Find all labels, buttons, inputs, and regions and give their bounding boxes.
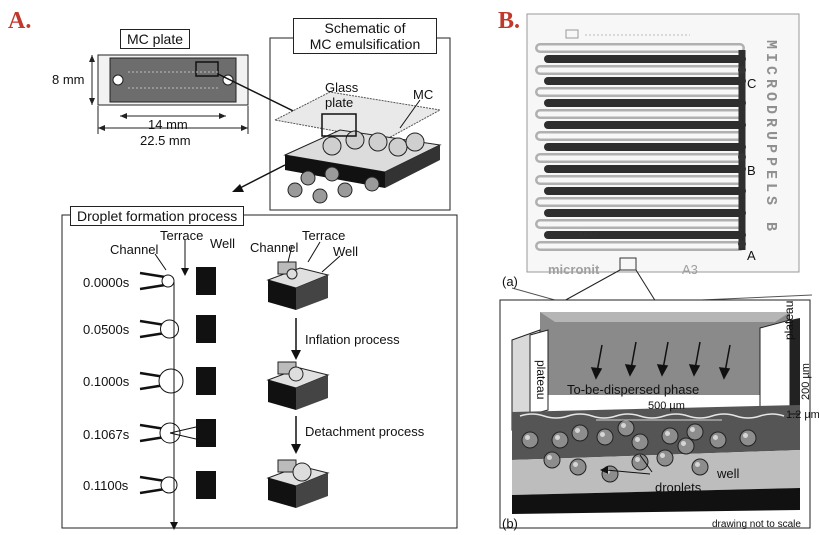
droplet-sphere	[552, 432, 568, 448]
droplet-sphere	[572, 425, 588, 441]
droplet-sphere	[570, 459, 586, 475]
port-a	[738, 240, 746, 248]
port-b-label: B	[747, 163, 756, 178]
sub-a-label: (a)	[502, 274, 518, 289]
plateau-right-label: plateau	[782, 301, 796, 340]
chip-vertical-text: MICRODRUPPELS B	[762, 40, 779, 270]
a3-label: A3	[682, 262, 698, 277]
port-b	[738, 153, 746, 161]
port-a-label: A	[747, 248, 756, 263]
serpentine-channel	[540, 48, 742, 250]
plateau-left-label: plateau	[534, 360, 548, 399]
droplet-sphere	[544, 452, 560, 468]
droplet-sphere	[662, 428, 678, 444]
not-to-scale-note: drawing not to scale	[712, 519, 801, 530]
droplet-sphere	[740, 430, 756, 446]
droplets-label: droplets	[655, 480, 701, 495]
droplet-sphere	[522, 432, 538, 448]
dim-200-label: 200 µm	[800, 363, 812, 400]
droplet-sphere	[678, 438, 694, 454]
sub-b-label: (b)	[502, 516, 518, 531]
droplet-sphere	[687, 424, 703, 440]
droplet-sphere	[597, 429, 613, 445]
droplet-sphere	[632, 454, 648, 470]
dispersed-phase-label: To-be-dispersed phase	[567, 382, 699, 397]
dfu-label: DFU	[580, 230, 596, 239]
droplet-sphere	[632, 434, 648, 450]
droplet-sphere	[618, 420, 634, 436]
droplet-sphere	[692, 459, 708, 475]
well-label-b: well	[717, 466, 739, 481]
dim-500-label: 500 µm	[648, 400, 685, 412]
droplet-sphere	[710, 432, 726, 448]
micronit-label: micronit	[548, 262, 599, 277]
port-c	[738, 66, 746, 74]
droplet-sphere	[657, 450, 673, 466]
dim-12-label: 1.2 µm	[786, 409, 819, 421]
port-c-label: C	[747, 76, 756, 91]
